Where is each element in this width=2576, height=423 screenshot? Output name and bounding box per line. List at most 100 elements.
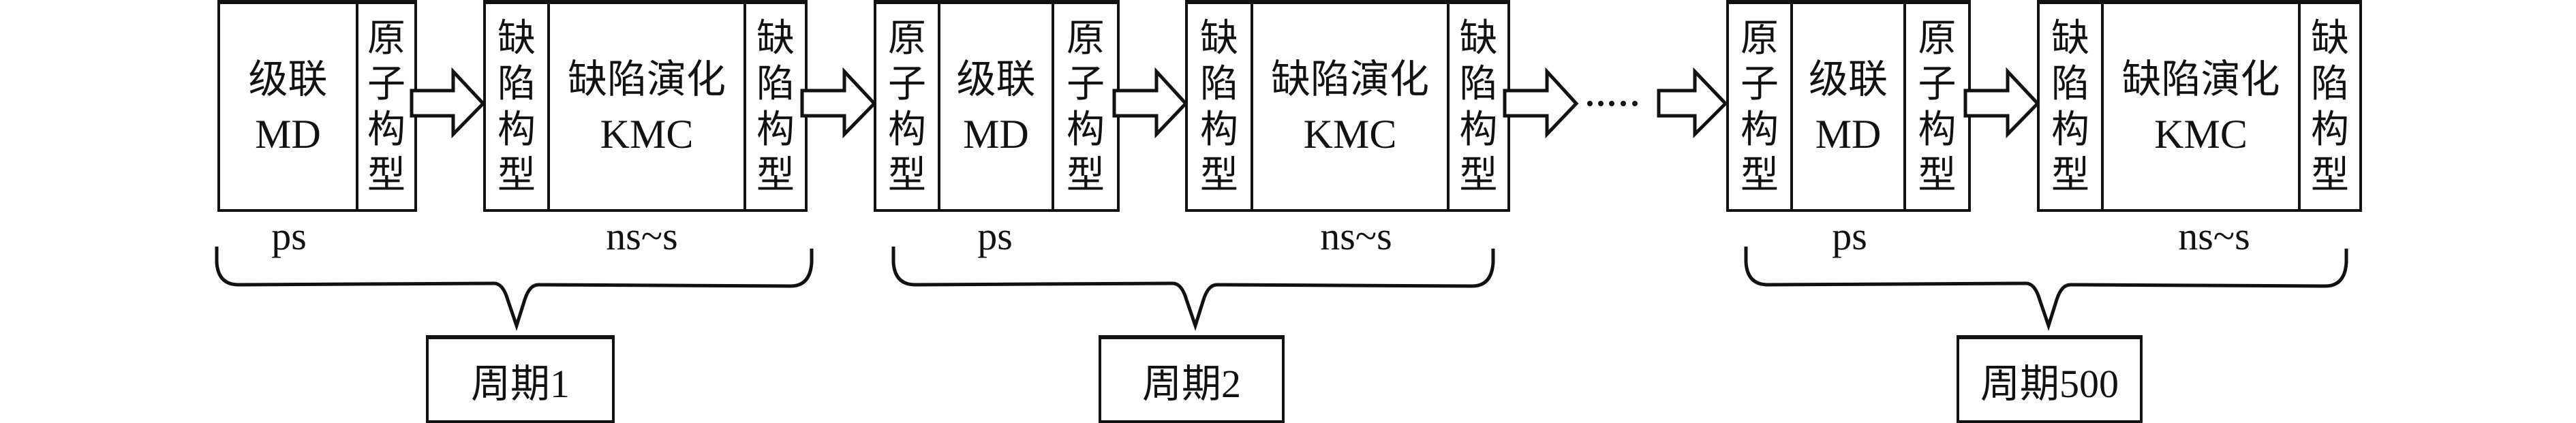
md-subtitle: MD [963,111,1029,157]
vtext-char: 型 [2051,153,2089,198]
ellipsis-dot [1609,101,1614,106]
kmc-main-cell: 缺陷演化 KMC [547,4,746,209]
vtext-char: 构 [367,107,405,152]
ellipsis-dot [1598,101,1604,106]
ellipsis-dots [1587,101,1638,106]
vtext-char: 缺 [2311,16,2349,61]
defect-config-output-cell: 缺 陷 构 型 [1450,4,1507,209]
ellipsis-dot [1632,101,1638,106]
vtext-char: 型 [1918,153,1957,198]
md-stage-box-cycle-2: 原 子 构 型 级联 MD 原 子 构 型 [874,0,1120,212]
ellipsis-dot [1621,101,1626,106]
period-box-2: 周期2 [1099,335,1285,423]
atomic-config-output-cell: 原 子 构 型 [1906,4,1968,209]
defect-config-input-cell: 缺 陷 构 型 [1188,4,1251,209]
atomic-config-output-cell: 原 子 构 型 [356,4,414,209]
defect-config-output-cell: 缺 陷 构 型 [2301,4,2359,209]
vtext-char: 型 [1459,153,1498,198]
period-box-500: 周期500 [1957,335,2143,423]
period-label: 周期2 [1141,361,1241,406]
vtext-char: 构 [1459,107,1498,152]
vtext-char: 子 [1067,61,1105,106]
vtext-char: 缺 [2051,16,2089,61]
md-main-cell: 级联 MD [220,4,356,209]
vtext-char: 构 [756,107,795,152]
curly-brace-icon [215,247,814,332]
md-stage-box-cycle-500: 原 子 构 型 级联 MD 原 子 构 型 [1726,0,1971,212]
kmc-subtitle: KMC [600,111,694,157]
vtext-char: 陷 [1459,61,1498,106]
vtext-char: 原 [888,16,926,61]
arrow-right-icon [410,67,486,139]
vtext-char: 型 [367,153,405,198]
vtext-char: 构 [2311,107,2349,152]
vtext-char: 型 [1741,153,1779,198]
kmc-main-cell: 缺陷演化 KMC [2101,4,2301,209]
kmc-subtitle: KMC [2154,111,2248,157]
md-subtitle: MD [255,111,321,157]
arrow-right-icon [1963,67,2040,139]
vtext-char: 子 [1918,61,1957,106]
kmc-title: 缺陷演化 [567,55,726,102]
kmc-stage-box-cycle-500: 缺 陷 构 型 缺陷演化 KMC 缺 陷 构 型 [2037,0,2362,212]
kmc-stage-box-cycle-2: 缺 陷 构 型 缺陷演化 KMC 缺 陷 构 型 [1185,0,1510,212]
arrow-right-icon [800,67,877,139]
vtext-char: 构 [1918,107,1957,152]
vtext-char: 缺 [1200,16,1238,61]
atomic-config-input-cell: 原 子 构 型 [876,4,938,209]
vtext-char: 陷 [497,61,536,106]
kmc-title: 缺陷演化 [2121,55,2280,102]
vtext-char: 缺 [756,16,795,61]
vtext-char: 构 [2051,107,2089,152]
period-label: 周期1 [470,361,570,406]
vtext-char: 原 [1067,16,1105,61]
ellipsis-dot [1587,101,1593,106]
kmc-time-scale-label: ns~s [2178,214,2250,258]
md-main-cell: 级联 MD [1790,4,1906,209]
vtext-char: 原 [367,16,405,61]
vtext-char: 缺 [1459,16,1498,61]
vtext-char: 缺 [497,16,536,61]
vtext-char: 构 [1067,107,1105,152]
kmc-time-scale-label: ns~s [606,214,678,258]
md-title: 级联 [1808,55,1888,102]
defect-config-input-cell: 缺 陷 构 型 [486,4,547,209]
kmc-time-scale-label: ns~s [1320,214,1392,258]
vtext-char: 构 [888,107,926,152]
md-time-scale-label: ps [271,214,307,258]
vtext-char: 子 [888,61,926,106]
vtext-char: 原 [1741,16,1779,61]
kmc-subtitle: KMC [1303,111,1397,157]
period-label: 周期500 [1980,361,2119,406]
vtext-char: 子 [367,61,405,106]
vtext-char: 构 [497,107,536,152]
vtext-char: 型 [888,153,926,198]
curly-brace-icon [891,247,1495,332]
curly-brace-icon [1744,247,2348,332]
vtext-char: 型 [1200,153,1238,198]
defect-config-output-cell: 缺 陷 构 型 [746,4,805,209]
vtext-char: 陷 [2311,61,2349,106]
kmc-main-cell: 缺陷演化 KMC [1251,4,1450,209]
arrow-right-icon [1112,67,1189,139]
vtext-char: 型 [1067,153,1105,198]
md-stage-box-cycle-1: 级联 MD 原 子 构 型 [217,0,417,212]
arrow-right-icon [1503,67,1579,139]
vtext-char: 构 [1200,107,1238,152]
vtext-char: 型 [756,153,795,198]
kmc-stage-box-cycle-1: 缺 陷 构 型 缺陷演化 KMC 缺 陷 构 型 [483,0,808,212]
vtext-char: 构 [1741,107,1779,152]
md-time-scale-label: ps [1832,214,1867,258]
md-time-scale-label: ps [977,214,1013,258]
vtext-char: 子 [1741,61,1779,106]
md-main-cell: 级联 MD [938,4,1054,209]
vtext-char: 原 [1918,16,1957,61]
vtext-char: 陷 [1200,61,1238,106]
defect-config-input-cell: 缺 陷 构 型 [2040,4,2101,209]
vtext-char: 型 [2311,153,2349,198]
atomic-config-output-cell: 原 子 构 型 [1054,4,1117,209]
vtext-char: 型 [497,153,536,198]
md-title: 级联 [956,55,1036,102]
arrow-right-icon [1657,67,1728,139]
vtext-char: 陷 [2051,61,2089,106]
